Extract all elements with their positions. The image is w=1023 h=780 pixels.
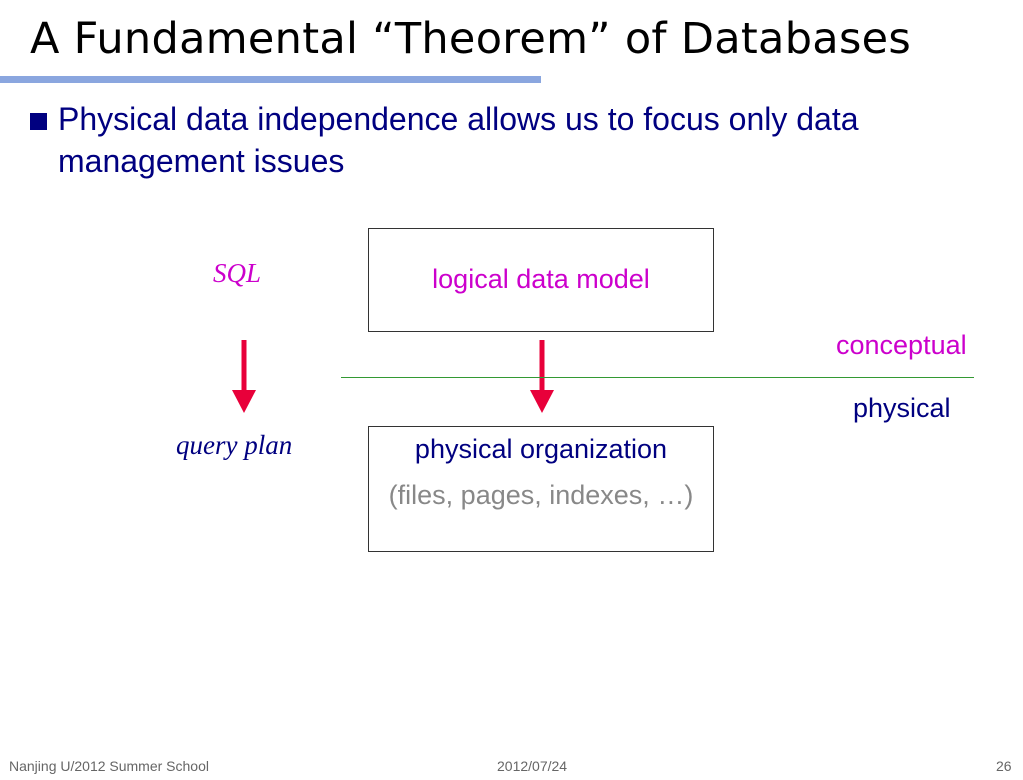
query-plan-label: query plan <box>176 430 293 460</box>
sql-to-query-plan-arrow <box>232 340 256 413</box>
conceptual-physical-divider <box>341 377 974 378</box>
physical-organization-title: physical organization <box>414 434 668 464</box>
physical-organization-detail: (files, pages, indexes, …) <box>388 480 694 510</box>
logical-data-model-text: logical data model <box>432 264 650 294</box>
title-underline <box>0 76 541 83</box>
bullet-text: Physical data independence allows us to … <box>58 101 859 179</box>
logical-to-physical-arrow <box>530 340 554 413</box>
sql-label: SQL <box>213 258 262 288</box>
bullet-square-icon <box>30 113 47 130</box>
conceptual-label: conceptual <box>836 330 967 360</box>
footer-page-number: 26 <box>996 758 1012 774</box>
physical-label: physical <box>853 393 951 423</box>
physical-organization-box: physical organization (files, pages, ind… <box>368 426 714 552</box>
footer-left: Nanjing U/2012 Summer School <box>9 758 209 774</box>
logical-data-model-box: logical data model <box>368 228 714 332</box>
footer-date: 2012/07/24 <box>497 758 568 774</box>
slide-title: A Fundamental “Theorem” of Databases <box>30 14 912 64</box>
